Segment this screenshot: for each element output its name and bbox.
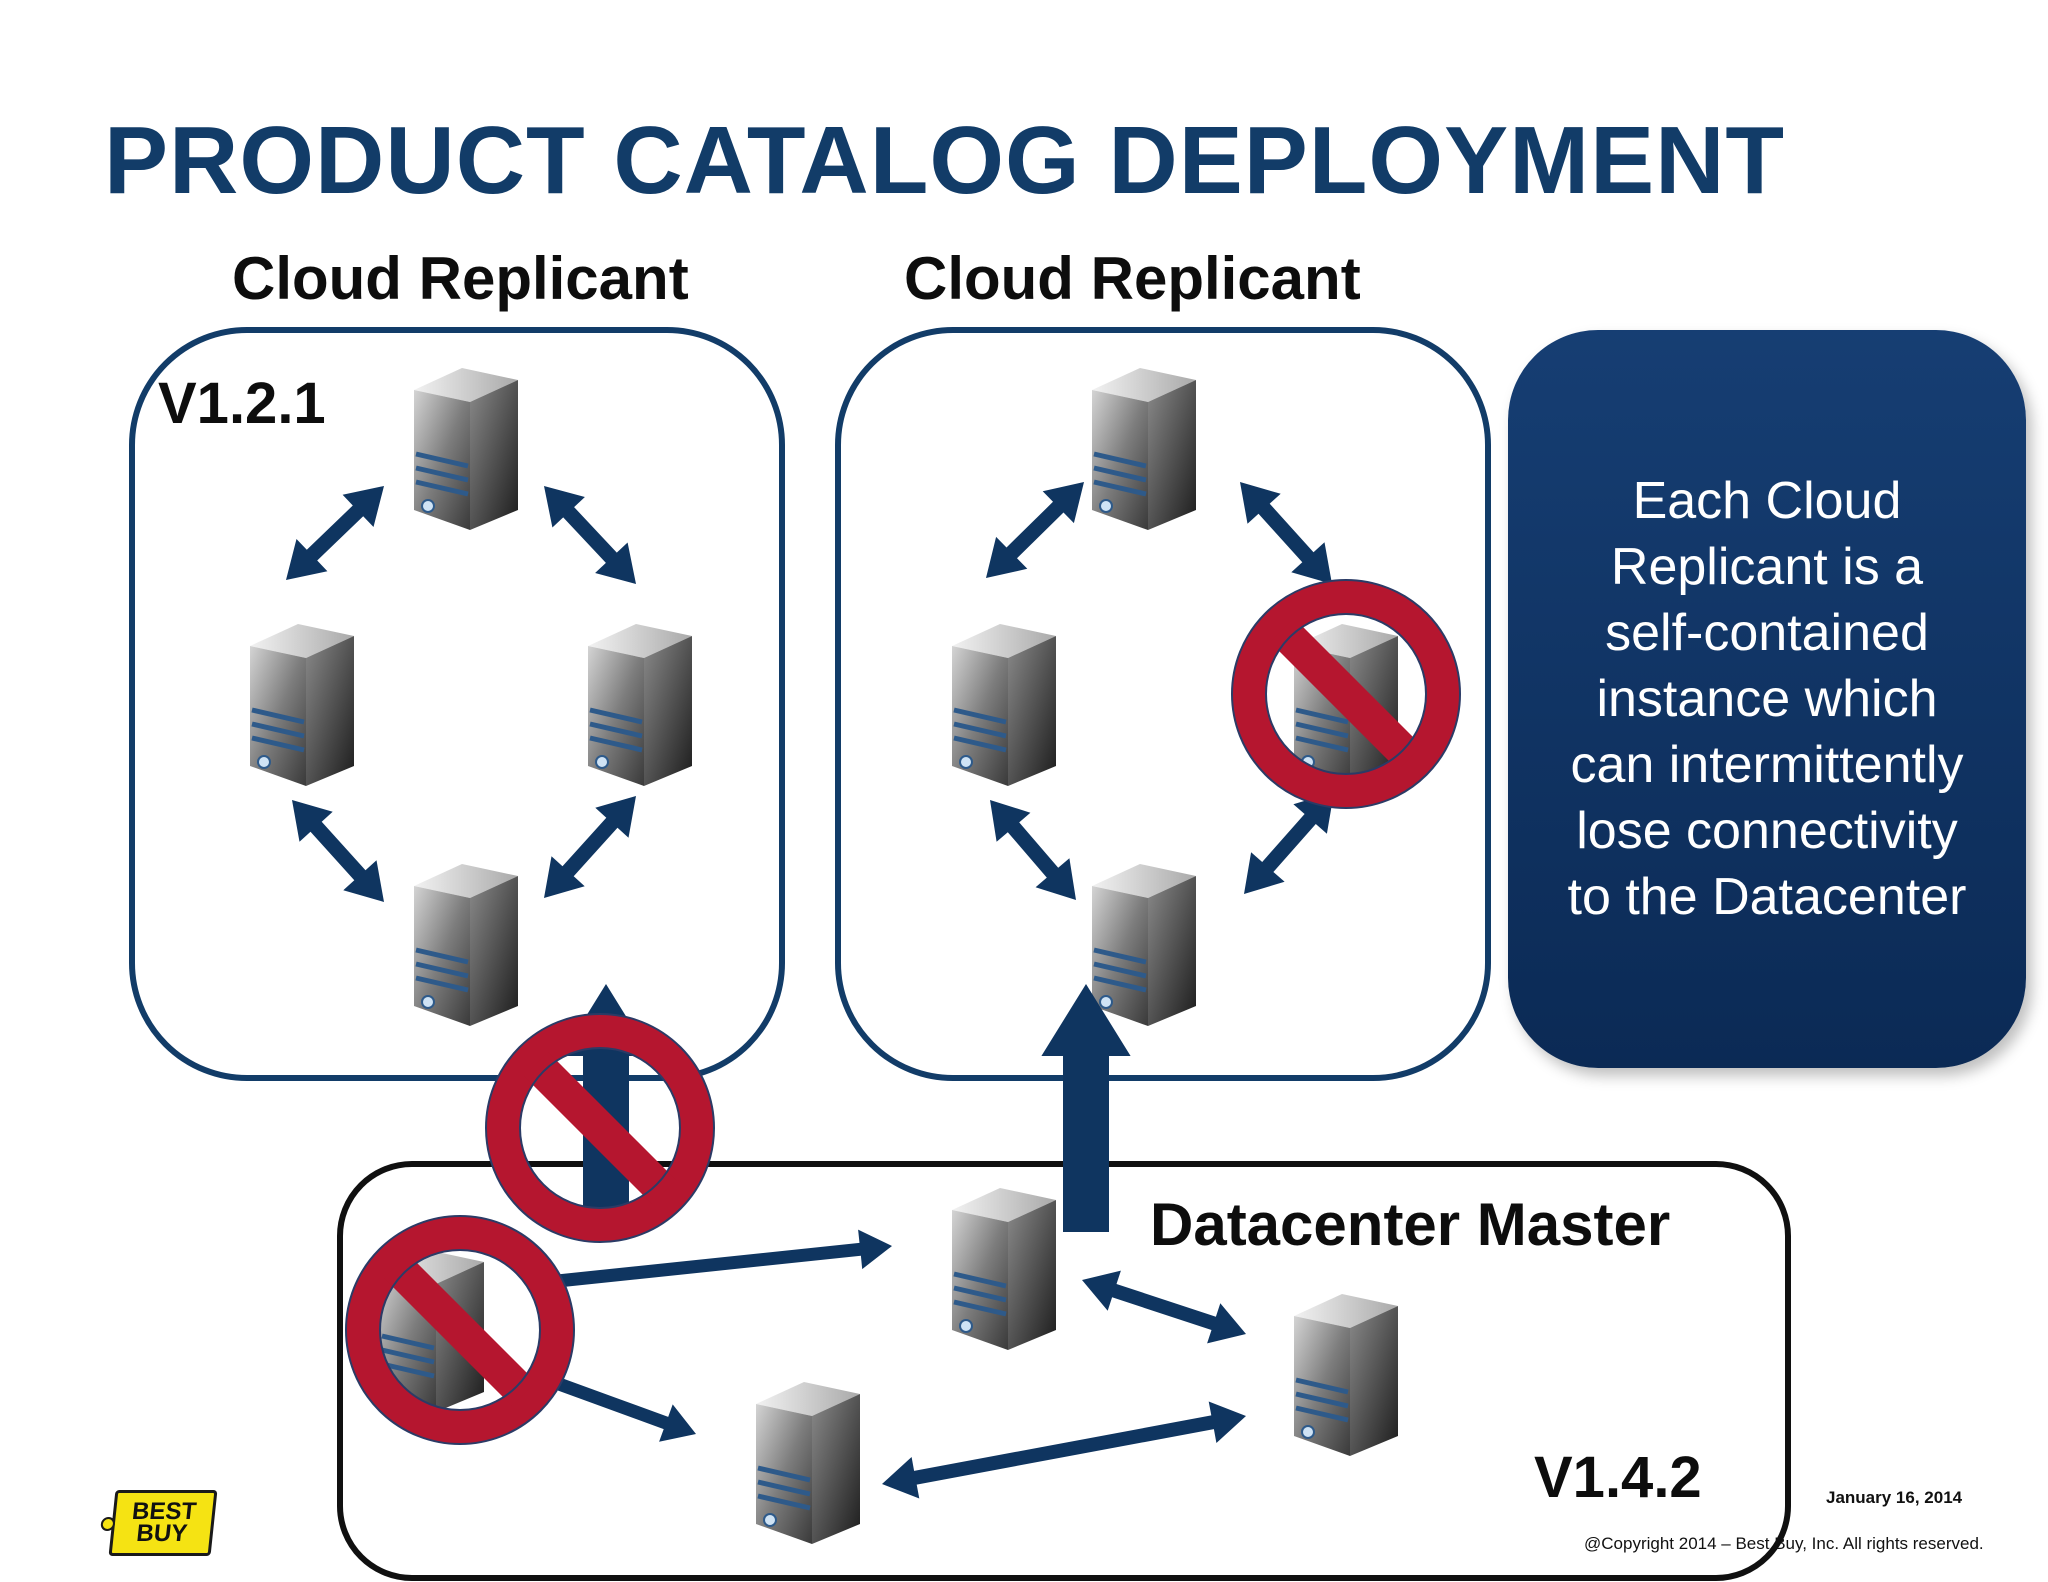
- bidirectional-arrow-icon: [986, 482, 1084, 578]
- no-symbol-icon: [486, 1014, 714, 1242]
- server-icon: [414, 864, 518, 1026]
- no-symbol-icon: [1232, 580, 1460, 808]
- bidirectional-arrow-icon: [1082, 1270, 1246, 1344]
- replica-right-box: [835, 327, 1491, 1081]
- up-arrow-icon: [1041, 984, 1131, 1232]
- bidirectional-arrow-icon: [292, 800, 384, 902]
- logo-tag-hole: [100, 1517, 116, 1531]
- bidirectional-arrow-icon: [286, 486, 384, 580]
- up-arrow-icon: [545, 1373, 696, 1442]
- server-icon: [952, 624, 1056, 786]
- server-icon: [414, 368, 518, 530]
- server-icon: [952, 1188, 1056, 1350]
- info-callout: Each Cloud Replicant is a self-contained…: [1508, 330, 2026, 1068]
- bidirectional-arrow-icon: [882, 1401, 1246, 1499]
- bidirectional-arrow-icon: [544, 796, 636, 898]
- server-icon: [250, 624, 354, 786]
- server-icon: [588, 624, 692, 786]
- footer-date: January 16, 2014: [1826, 1488, 1963, 1507]
- logo-line-2: BUY: [135, 1520, 189, 1547]
- page-title: PRODUCT CATALOG DEPLOYMENT: [104, 107, 1786, 214]
- server-icon: [756, 1382, 860, 1544]
- bidirectional-arrow-icon: [990, 800, 1076, 900]
- bidirectional-arrow-icon: [1240, 482, 1332, 584]
- bidirectional-arrow-icon: [544, 486, 636, 584]
- no-symbol-icon: [346, 1216, 574, 1444]
- replica-left-version: V1.2.1: [158, 371, 326, 436]
- replica-left-box: [129, 327, 785, 1081]
- datacenter-version: V1.4.2: [1534, 1445, 1702, 1510]
- server-icon: [1092, 368, 1196, 530]
- callout-text: Each Cloud Replicant is a self-contained…: [1567, 472, 1967, 926]
- best-buy-logo: BEST BUY: [100, 1490, 218, 1556]
- server-icon: [1294, 1294, 1398, 1456]
- server-icon: [1092, 864, 1196, 1026]
- bidirectional-arrow-icon: [1244, 792, 1334, 894]
- footer-copyright: @Copyright 2014 – Best Buy, Inc. All rig…: [1584, 1534, 1984, 1553]
- up-arrow-icon: [547, 1229, 892, 1289]
- datacenter-heading: Datacenter Master: [1150, 1191, 1671, 1258]
- replica-left-heading: Cloud Replicant: [232, 245, 689, 312]
- replica-right-heading: Cloud Replicant: [904, 245, 1361, 312]
